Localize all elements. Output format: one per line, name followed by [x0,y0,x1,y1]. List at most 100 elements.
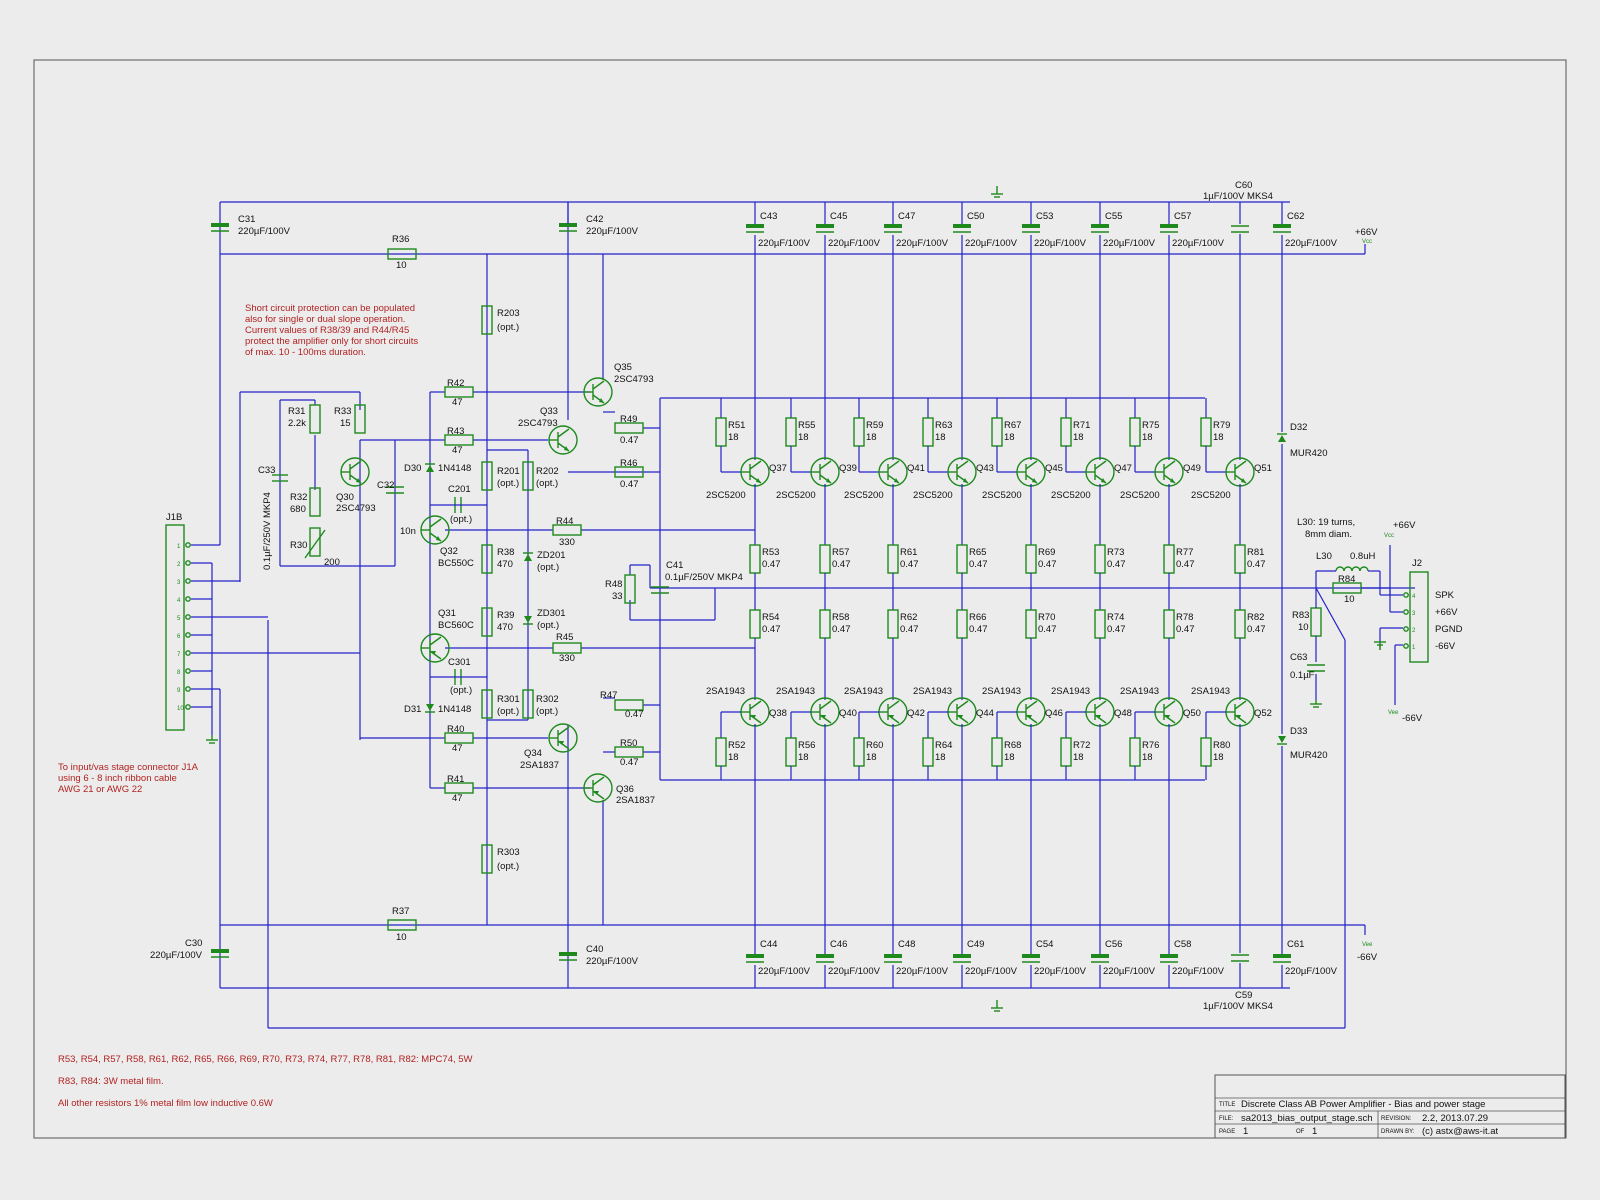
j1b-pin-1: 1 [177,544,181,550]
transistor-Q37 [740,457,770,487]
resistor-r303 [481,844,493,874]
j1b-pin-contact [185,578,191,584]
cap-top-val-7: 220µF/100V [1285,238,1338,249]
ref-Q36: Q36 [616,784,634,795]
q-type-Q42: 2SA1943 [844,686,883,697]
vcc-label-top: Vcc [1362,239,1372,245]
inductor-l30 [1335,566,1369,572]
ref-R31: R31 [288,406,305,417]
q-type-Q41: 2SC5200 [844,490,884,501]
capacitor-top-7 [1273,224,1291,233]
note-bom-2: All other resistors 1% metal film low in… [58,1098,273,1109]
ref-Q34: Q34 [524,748,542,759]
cap-top-ref-3: C50 [967,211,984,222]
c60-val: 1µF/100V MKS4 [1203,191,1273,202]
val-R203: (opt.) [497,322,519,333]
val-L30: 0.8uH [1350,551,1375,562]
j2-neg-rail-label: -66V [1402,713,1423,724]
resistor-r37 [387,919,417,931]
re-ref-R77: R77 [1176,547,1193,558]
j1b-pin-contact [185,668,191,674]
rb-val-R80: 18 [1213,752,1224,763]
cap-top-val-2: 220µF/100V [896,238,949,249]
rev-label: REVISION: [1381,1116,1412,1122]
ref-Q30: Q30 [336,492,354,503]
val-R39: 470 [497,622,513,633]
val-Q34: 2SA1837 [520,760,559,771]
cap-bottom-val-7: 220µF/100V [1285,966,1338,977]
zener-zd301 [523,616,533,625]
ground-symbols [206,186,1386,1012]
j2-pin-3: 3 [1412,611,1416,617]
resistor-r38 [481,544,493,574]
diode-d30 [425,463,435,472]
resistor-r201 [481,461,493,491]
resistor-r41 [444,782,474,794]
re-ref-R62: R62 [900,612,917,623]
resistor-r301 [481,689,493,719]
re-val-R77: 0.47 [1176,559,1195,570]
re-val-R65: 0.47 [969,559,988,570]
resistor-r302 [522,689,534,719]
val-R36: 10 [396,260,407,271]
j1b-pin-contact [185,560,191,566]
q-ref-Q48: Q48 [1114,708,1132,719]
rev-text: 2.2, 2013.07.29 [1422,1113,1488,1124]
j1b-pin-contact [185,650,191,656]
rb-val-R79: 18 [1213,432,1224,443]
j2-label-3: -66V [1435,641,1456,652]
capacitor-bottom-3 [953,954,971,963]
ref-Q33: Q33 [540,406,558,417]
val-Q35: 2SC4793 [614,374,654,385]
note-bom-0: R53, R54, R57, R58, R61, R62, R65, R66, … [58,1054,473,1065]
note-connector-2: AWG 21 or AWG 22 [58,784,142,795]
val-C32: 10n [400,526,416,537]
notes: Short circuit protection can be populate… [58,303,1355,1109]
q-type-Q52: 2SA1943 [1191,686,1230,697]
val-R41: 47 [452,793,463,804]
rb-val-R64: 18 [935,752,946,763]
diode-d31 [425,704,435,713]
cap-top-ref-2: C47 [898,211,915,222]
val-R48: 33 [612,591,623,602]
cap-bottom-ref-1: C46 [830,939,847,950]
cap-bottom-val-1: 220µF/100V [828,966,881,977]
q-ref-Q39: Q39 [839,463,857,474]
re-ref-R74: R74 [1107,612,1124,623]
page-label: PAGE [1219,1129,1235,1135]
re-val-R73: 0.47 [1107,559,1126,570]
note-short-circuit-0: Short circuit protection can be populate… [245,303,415,314]
q-type-Q43: 2SC5200 [913,490,953,501]
ref-R301: R301 [497,694,520,705]
c59-val: 1µF/100V MKS4 [1203,1001,1273,1012]
vee-label-bottom: Vee [1362,942,1373,948]
val-R30: 200 [324,557,340,568]
resistor-r47 [614,699,644,711]
capacitor-c32 [386,486,404,494]
rb-ref-R67: R67 [1004,420,1021,431]
val-R301: (opt.) [497,706,519,717]
rb-val-R56: 18 [798,752,809,763]
j1b-pin-contact [185,686,191,692]
ref-R202: R202 [536,466,559,477]
val-R43: 47 [452,445,463,456]
q-type-Q39: 2SC5200 [776,490,816,501]
q-type-Q45: 2SC5200 [982,490,1022,501]
rb-val-R63: 18 [935,432,946,443]
val-C301: (opt.) [450,685,472,696]
val-D32: MUR420 [1290,448,1328,459]
j2-pin-contact [1403,592,1409,598]
re-val-R66: 0.47 [969,624,988,635]
capacitor-bottom-6 [1160,954,1178,963]
j1b-pin-3: 3 [177,580,181,586]
j1b-pin-4: 4 [177,598,181,604]
re-ref-R69: R69 [1038,547,1055,558]
val-ZD201: (opt.) [537,562,559,573]
q-ref-Q46: Q46 [1045,708,1063,719]
transistor-Q43 [947,457,977,487]
rb-ref-R63: R63 [935,420,952,431]
re-ref-R78: R78 [1176,612,1193,623]
ref-R49: R49 [620,414,637,425]
ref-D31: D31 [404,704,421,715]
note-coil-1: 8mm diam. [1305,529,1352,540]
